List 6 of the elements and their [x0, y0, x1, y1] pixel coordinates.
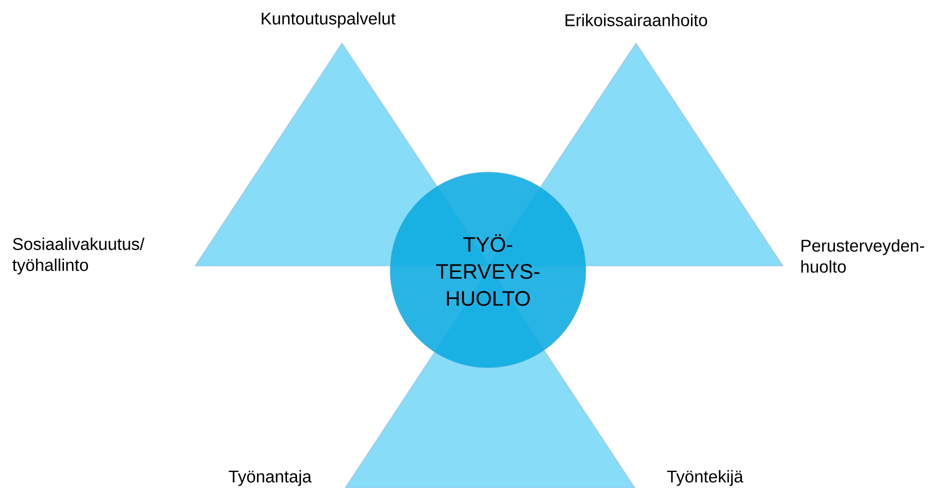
corner-label: Työntekijä — [667, 470, 744, 486]
corner-label: Perusterveyden- huolto — [801, 239, 924, 273]
corner-label: Kuntoutuspalvelut — [262, 12, 396, 28]
corner-label: Työnantaja — [228, 470, 312, 486]
corner-label: Erikoissairaanhoito — [566, 14, 708, 26]
corner-label: Sosiaalivakuutus/ työhallinto — [12, 238, 144, 274]
